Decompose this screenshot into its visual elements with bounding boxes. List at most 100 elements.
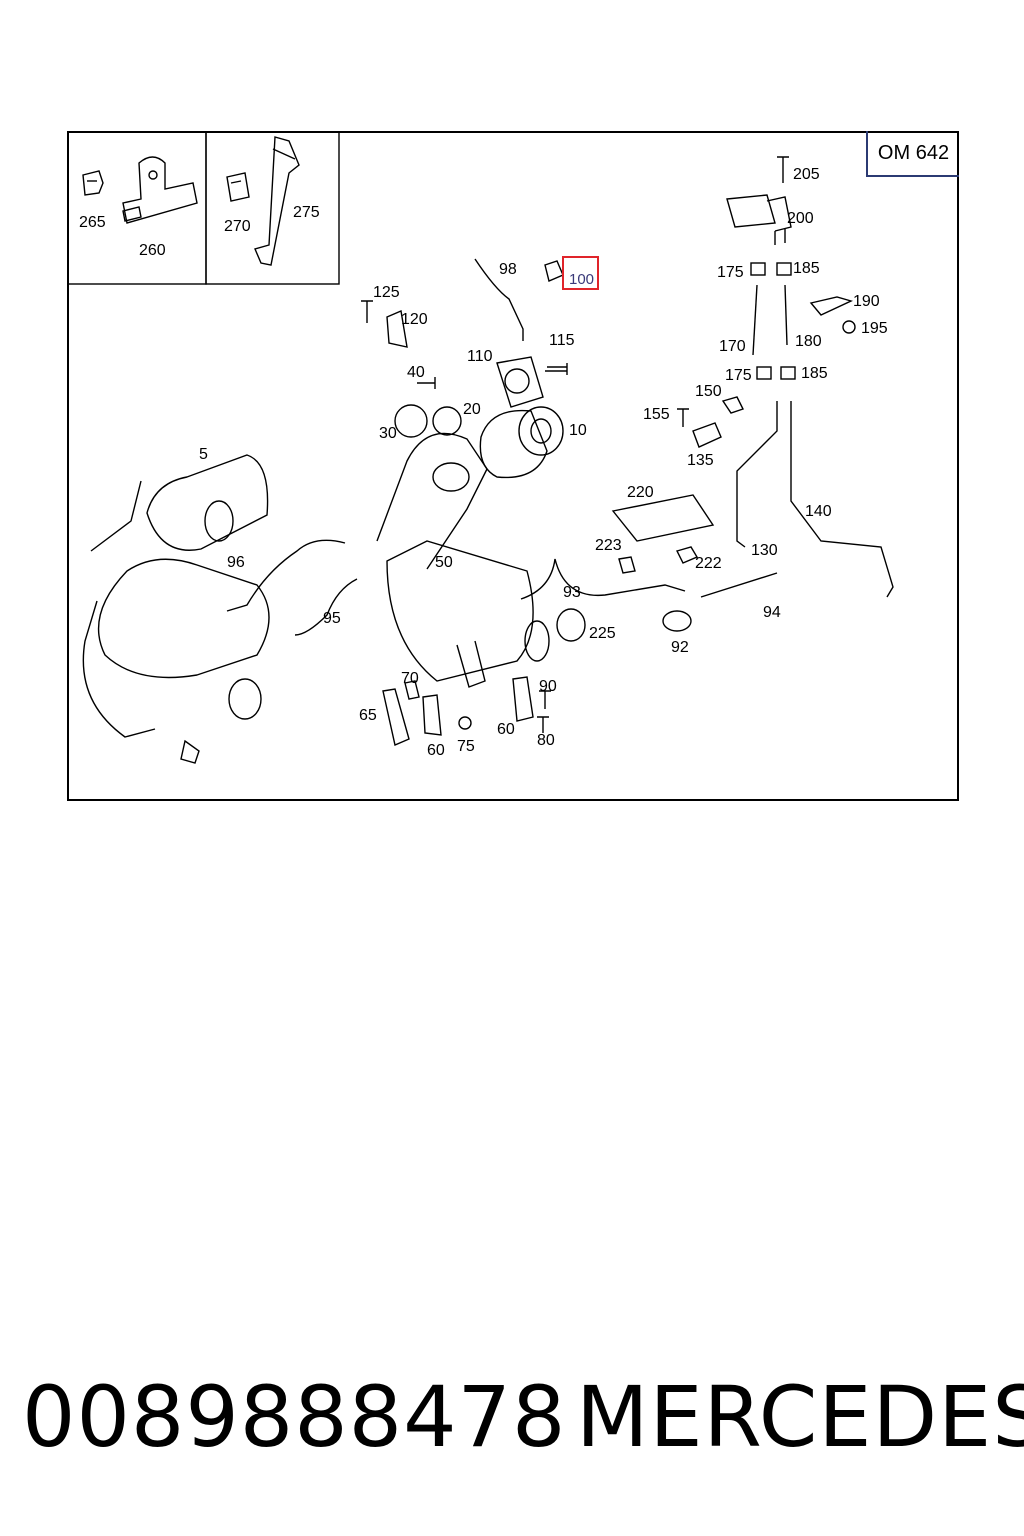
part-number: 0089888478 xyxy=(22,1368,567,1466)
sensor-93-drawing xyxy=(520,558,686,600)
bracket-220-drawing xyxy=(611,494,715,542)
exhaust-parts-diagram: 265 260 270 275 5 96 95 50 98 100 125 12… xyxy=(67,131,894,764)
pipe-140-drawing xyxy=(790,401,894,598)
bolt-80-drawing xyxy=(537,716,549,733)
grommet-92-drawing xyxy=(662,610,692,632)
callout-185-upper: 185 xyxy=(793,260,820,277)
nut-185-lower-drawing xyxy=(780,366,796,380)
callout-96: 96 xyxy=(227,554,245,571)
bracket-65-drawing xyxy=(382,688,410,746)
hose-170-drawing xyxy=(752,284,758,356)
callout-223: 223 xyxy=(595,537,622,554)
callout-70: 70 xyxy=(401,670,419,687)
bracket-60-right-drawing xyxy=(512,676,534,722)
callout-180: 180 xyxy=(795,333,822,350)
bolt-40-drawing xyxy=(417,377,436,389)
bracket-120-drawing xyxy=(386,310,408,348)
callout-65: 65 xyxy=(359,707,377,724)
pipe-130-drawing xyxy=(736,401,778,548)
callout-80: 80 xyxy=(537,732,555,749)
callout-205: 205 xyxy=(793,166,820,183)
diagram-frame xyxy=(67,131,959,801)
line-94-drawing xyxy=(700,572,778,598)
bolt-115-drawing xyxy=(545,363,568,375)
callout-185-lower: 185 xyxy=(801,365,828,382)
clip-223-drawing xyxy=(618,556,636,574)
particulate-filter-50-drawing xyxy=(376,432,550,688)
hose-180-drawing xyxy=(784,284,788,346)
callout-50: 50 xyxy=(435,554,453,571)
nut-75-drawing xyxy=(458,716,472,730)
nut-195-drawing xyxy=(842,320,856,334)
callout-30: 30 xyxy=(379,425,397,442)
callout-175-lower: 175 xyxy=(725,367,752,384)
nut-175-drawing xyxy=(750,262,766,276)
callout-200: 200 xyxy=(787,210,814,227)
bracket-150-drawing xyxy=(721,396,744,414)
callout-100: 100 xyxy=(569,271,594,288)
callout-60-right: 60 xyxy=(497,721,515,738)
pressure-sensor-200-drawing xyxy=(726,194,792,245)
callout-60-left: 60 xyxy=(427,742,445,759)
nut-185-drawing xyxy=(776,262,792,276)
bracket-70-drawing xyxy=(404,680,420,700)
clamp-30-drawing xyxy=(394,404,428,438)
bolt-90-drawing xyxy=(539,690,551,709)
bolt-155-drawing xyxy=(677,408,689,427)
bracket-60-left-drawing xyxy=(422,694,442,736)
bracket-260-drawing xyxy=(122,156,198,224)
callout-150: 150 xyxy=(695,383,722,400)
callout-115: 115 xyxy=(549,332,575,349)
callout-40: 40 xyxy=(407,364,425,381)
callout-190: 190 xyxy=(853,293,880,310)
callout-195: 195 xyxy=(861,320,888,337)
callout-75: 75 xyxy=(457,738,475,755)
holder-135-drawing xyxy=(692,422,722,448)
callout-90: 90 xyxy=(539,678,557,695)
nut-175-lower-drawing xyxy=(756,366,772,380)
callout-20: 20 xyxy=(463,401,481,418)
highlight-box-100 xyxy=(562,256,599,290)
bracket-275-drawing xyxy=(254,136,300,266)
inset-box-270-275 xyxy=(205,131,340,285)
nut-222-drawing xyxy=(675,546,699,564)
callout-170: 170 xyxy=(719,338,746,355)
clip-100-drawing xyxy=(544,260,564,282)
sensor-96-drawing xyxy=(226,539,346,612)
callout-220: 220 xyxy=(627,484,654,501)
callout-93: 93 xyxy=(563,584,581,601)
clip-265-drawing xyxy=(82,170,104,196)
clamp-225-drawing xyxy=(556,608,586,642)
seal-ring-20-drawing xyxy=(432,406,462,436)
bolt-125-drawing xyxy=(361,300,373,323)
callout-135: 135 xyxy=(687,452,714,469)
callout-260: 260 xyxy=(139,242,166,259)
callout-155: 155 xyxy=(643,406,670,423)
callout-225: 225 xyxy=(589,625,616,642)
particulate-filter-5-drawing xyxy=(82,454,270,764)
bolt-205-drawing xyxy=(777,156,789,183)
callout-10: 10 xyxy=(569,422,587,439)
callout-5: 5 xyxy=(199,446,208,463)
brand-name: MERCEDES xyxy=(576,1368,1024,1466)
callout-130: 130 xyxy=(751,542,778,559)
flange-gasket-110-hole xyxy=(504,368,530,394)
callout-120: 120 xyxy=(401,311,428,328)
clip-270-drawing xyxy=(226,172,250,202)
callout-110: 110 xyxy=(467,348,493,365)
flange-gasket-110-drawing xyxy=(496,356,544,408)
engine-code-label: OM 642 xyxy=(866,131,959,177)
callout-140: 140 xyxy=(805,503,832,520)
callout-95: 95 xyxy=(323,610,341,627)
catalyst-10-drawing xyxy=(479,406,564,479)
callout-175-upper: 175 xyxy=(717,264,744,281)
bracket-190-drawing xyxy=(809,296,853,316)
callout-92: 92 xyxy=(671,639,689,656)
sensor-95-drawing xyxy=(294,578,358,636)
callout-125: 125 xyxy=(373,284,400,301)
callout-98: 98 xyxy=(499,261,517,278)
callout-275: 275 xyxy=(293,204,320,221)
callout-270: 270 xyxy=(224,218,251,235)
callout-94: 94 xyxy=(763,604,781,621)
callout-265: 265 xyxy=(79,214,106,231)
